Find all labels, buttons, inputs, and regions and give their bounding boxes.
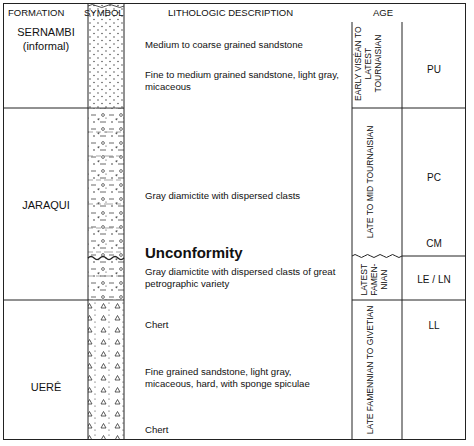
- formation-name: SERNAMBI (informal): [17, 26, 74, 52]
- column-header-box: FORMATION: [8, 7, 64, 19]
- lithology-text-box: Fine to medium grained sandstone, light …: [145, 69, 345, 93]
- column-header: AGE: [373, 7, 393, 18]
- zone-code-box: CM: [426, 238, 442, 251]
- lithology-text: Fine to medium grained sandstone, light …: [145, 69, 339, 92]
- unconformity-label-box: Unconformity: [145, 244, 243, 263]
- formation-name-box: SERNAMBI (informal): [8, 26, 84, 54]
- age-text-box: LATEST FAMEN- NIAN: [360, 258, 389, 300]
- contact-line: [88, 108, 124, 300]
- lithology-text: Chert: [145, 319, 168, 330]
- formation-boundary: [4, 108, 88, 300]
- lithology-text: Fine grained sandstone, light gray, mica…: [145, 366, 310, 389]
- lithology-text-box: Fine grained sandstone, light gray, mica…: [145, 366, 317, 390]
- sandstone-fill: [88, 4, 124, 108]
- formation-name-box: UERÊ: [8, 381, 84, 395]
- column-header: FORMATION: [8, 7, 64, 18]
- lithology-text: Chert: [145, 424, 168, 435]
- age-boundary: [352, 108, 466, 300]
- column-header: LITHOLOGIC DESCRIPTION: [168, 7, 293, 18]
- lithology-text-box: Medium to coarse grained sandstone: [145, 39, 303, 51]
- chert-fill: [88, 300, 124, 439]
- frame: [4, 4, 466, 440]
- age-text-box: LATE TO MID TOURNAISIAN: [366, 112, 376, 252]
- column-sides: [88, 4, 124, 439]
- column-header-box: LITHOLOGIC DESCRIPTION: [168, 7, 293, 19]
- formation-name-box: JARAQUI: [8, 199, 84, 213]
- formation-name: UERÊ: [31, 381, 62, 393]
- lithology-text-box: Chert: [145, 319, 168, 331]
- column-header-box: SYMBOL: [84, 7, 124, 19]
- age-text-box: LATE FAMENNIAN TO GIVETIAN: [366, 305, 376, 435]
- lamination-fill: [88, 108, 124, 300]
- lithology-text: Medium to coarse grained sandstone: [145, 39, 303, 50]
- zone-code: PC: [427, 172, 441, 183]
- zone-code-box: LL: [428, 320, 439, 333]
- zone-code-box: PC: [427, 172, 441, 185]
- lithology-text: Gray diamictite with dispersed clasts of…: [145, 266, 335, 289]
- column-header-box: AGE: [373, 7, 393, 19]
- lithology-text: Gray diamictite with dispersed clasts: [145, 190, 300, 201]
- lithology-text-box: Gray diamictite with dispersed clasts of…: [145, 266, 340, 290]
- zone-code-box: PU: [427, 64, 441, 77]
- zone-code-box: LE / LN: [417, 274, 450, 287]
- unconformity-line: [88, 257, 124, 260]
- zone-code: LL: [428, 320, 439, 331]
- age-text: EARLY VISÉAN TO LATEST TOURNAISIAN: [353, 26, 383, 101]
- age-unconformity: [352, 255, 402, 258]
- lithology-text-box: Gray diamictite with dispersed clasts: [145, 190, 300, 202]
- zone-code: CM: [426, 238, 442, 249]
- age-column-line: [352, 22, 402, 439]
- age-text: LATE TO MID TOURNAISIAN: [365, 126, 375, 239]
- zone-code: PU: [427, 64, 441, 75]
- lithology-text-box: Chert: [145, 424, 168, 436]
- column-header: SYMBOL: [84, 7, 124, 18]
- age-text-box: EARLY VISÉAN TO LATEST TOURNAISIAN: [354, 18, 383, 108]
- formation-name: JARAQUI: [22, 199, 70, 211]
- zone-code: LE / LN: [417, 274, 450, 285]
- age-text: LATE FAMENNIAN TO GIVETIAN: [365, 306, 375, 434]
- unconformity-label: Unconformity: [145, 244, 243, 261]
- diamictite-fill: [88, 108, 124, 300]
- age-text: LATEST FAMEN- NIAN: [359, 263, 389, 295]
